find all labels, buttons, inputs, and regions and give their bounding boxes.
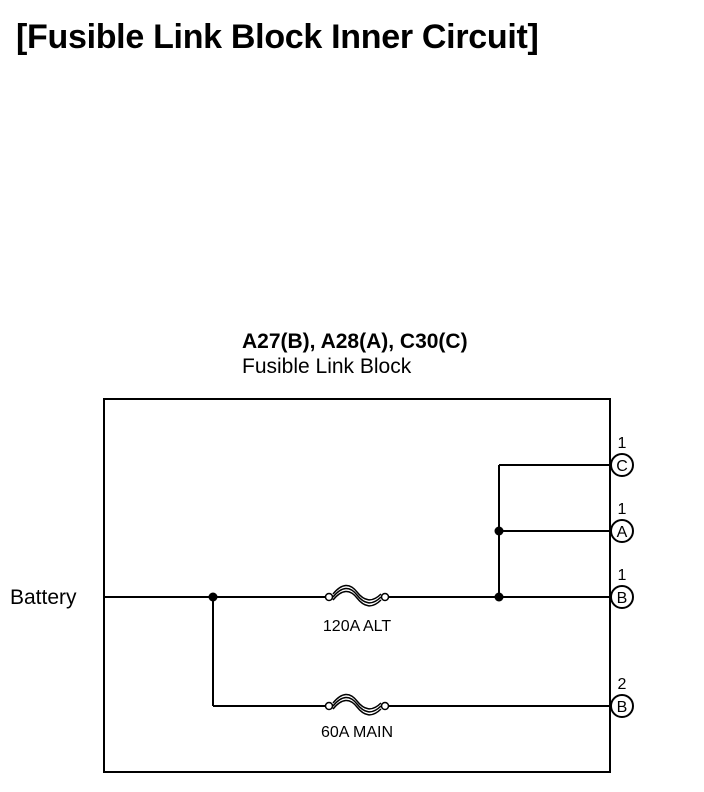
junction-dot (494, 592, 504, 602)
terminal-b1-letter: B (617, 590, 628, 607)
fuse-120a-alt-symbol (324, 584, 390, 607)
terminal-b2-circle (610, 694, 634, 718)
junction-dot (494, 526, 504, 536)
terminal-b1-pin-number: 1 (618, 567, 627, 584)
connector-ids: A27(B), A28(A), C30(C) (242, 330, 468, 353)
fuse-label-60a-main: 60A MAIN (321, 724, 393, 741)
fusible-link-block-outline (103, 398, 611, 773)
terminal-a-pin-number: 1 (618, 501, 627, 518)
junction-dot (208, 592, 218, 602)
terminal-b2-pin-number: 2 (618, 676, 627, 693)
terminal-a-letter: A (617, 524, 628, 541)
terminal-a-circle (610, 519, 634, 543)
terminal-c-letter: C (616, 458, 628, 475)
fuse-label-120a-alt: 120A ALT (323, 618, 391, 635)
terminal-b1-circle (610, 585, 634, 609)
terminal-c-circle (610, 453, 634, 477)
fuse-60a-main-symbol (324, 693, 390, 716)
terminal-b2-letter: B (617, 699, 628, 716)
battery-label: Battery (10, 586, 77, 609)
diagram-title: [Fusible Link Block Inner Circuit] (16, 18, 539, 56)
component-name: Fusible Link Block (242, 355, 412, 378)
terminal-c-pin-number: 1 (618, 435, 627, 452)
